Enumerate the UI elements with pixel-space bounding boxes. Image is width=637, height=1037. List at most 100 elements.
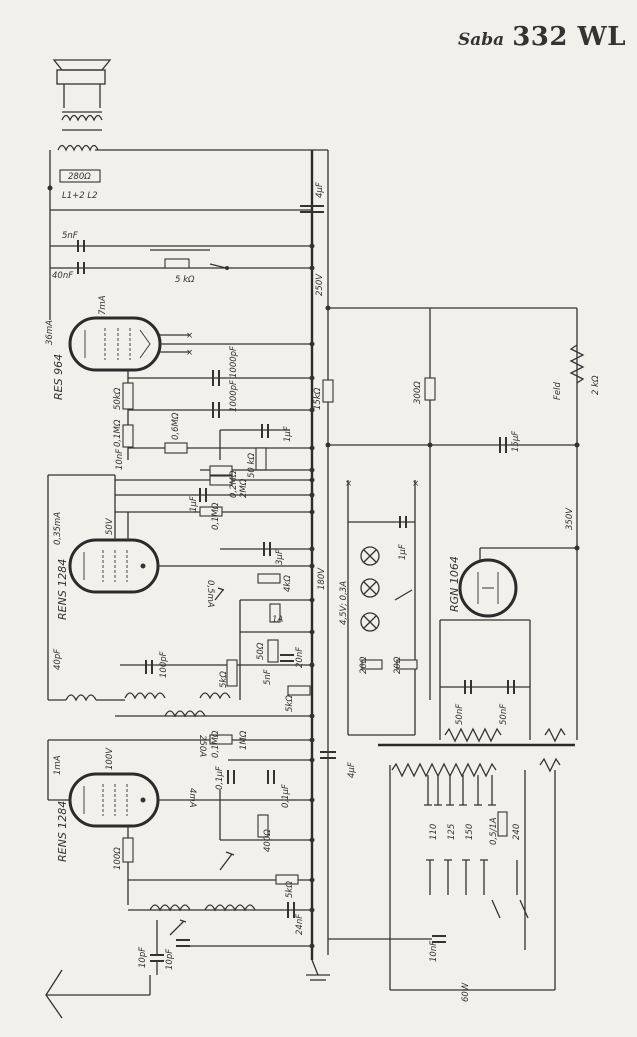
tone-r-label: 5 kΩ (175, 275, 195, 285)
svg-text:100Ω: 100Ω (113, 847, 123, 870)
svg-text:0,5/1A: 0,5/1A (489, 817, 499, 845)
svg-text:5nF: 5nF (263, 669, 273, 685)
svg-text:×: × (186, 348, 193, 358)
svg-text:0,35mA: 0,35mA (53, 512, 63, 545)
output-transformer: 280Ω L1+2 L2 (47, 144, 101, 320)
tube1-anode-current: 7mA (98, 295, 108, 315)
output-caps: 5nF 40nF (50, 231, 312, 281)
tube2-name: RENS 1284 (56, 559, 69, 620)
svg-text:150: 150 (465, 824, 475, 840)
svg-text:400Ω: 400Ω (263, 829, 273, 852)
svg-text:110: 110 (429, 824, 439, 840)
svg-text:50nF: 50nF (455, 704, 465, 725)
svg-text:240: 240 (512, 824, 522, 840)
svg-text:1MΩ: 1MΩ (239, 730, 249, 750)
tube2-passives: 3µF 4kΩ 0,5mA 180V 1A 50Ω 20nF 5nF 5kΩ 5… (48, 542, 327, 712)
tube3-passives: 0,1µF 0,1µF 400Ω 4µF (215, 751, 357, 852)
svg-text:15µF: 15µF (511, 431, 521, 452)
svg-text:×: × (412, 479, 419, 489)
speaker-r-label: 280Ω (68, 172, 91, 182)
svg-text:2 kΩ: 2 kΩ (591, 375, 601, 395)
svg-text:180V: 180V (317, 567, 327, 590)
svg-text:125: 125 (447, 824, 457, 840)
svg-text:0,1MΩ: 0,1MΩ (113, 419, 123, 447)
tube1-passives: 50kΩ 0,1MΩ 1000pF 1000pF 0,6MΩ 10nF (113, 343, 312, 470)
svg-text:100pF: 100pF (159, 651, 169, 678)
svg-text:4,5V; 0,3A: 4,5V; 0,3A (339, 581, 349, 625)
tube-res964: RES 964 36mA 7mA × × (45, 295, 193, 400)
tube4-name: RGN 1064 (448, 556, 461, 612)
svg-text:24nF: 24nF (295, 914, 305, 935)
tube1-name: RES 964 (52, 354, 65, 400)
svg-text:50kΩ: 50kΩ (113, 387, 123, 410)
svg-text:1µF: 1µF (283, 426, 293, 442)
tone-control: 5 kΩ (150, 249, 229, 285)
svg-text:1A: 1A (272, 615, 283, 625)
svg-text:20nF: 20nF (295, 647, 305, 668)
field-coil: Feld 2 kΩ 350V (553, 344, 601, 530)
svg-text:5kΩ: 5kΩ (219, 671, 229, 688)
svg-text:50nF: 50nF (499, 704, 509, 725)
svg-text:0,1µF: 0,1µF (215, 766, 225, 790)
svg-text:0,1MΩ: 0,1MΩ (211, 502, 221, 530)
svg-text:10nF: 10nF (115, 449, 125, 470)
hv-rail (327, 150, 578, 955)
svg-text:1000pF: 1000pF (229, 380, 239, 412)
svg-text:10nF: 10nF (429, 941, 439, 962)
svg-text:0,2MΩ: 0,2MΩ (229, 470, 239, 498)
tube-rens1284-a: RENS 1284 0,35mA 50V 40pF (47, 474, 312, 700)
junction-dots (309, 243, 580, 949)
out-cap2-label: 40nF (52, 271, 73, 281)
svg-text:Feld: Feld (553, 382, 563, 400)
svg-text:0,6MΩ: 0,6MΩ (171, 412, 181, 440)
svg-text:40pF: 40pF (53, 649, 63, 670)
svg-text:5kΩ: 5kΩ (285, 881, 295, 898)
svg-text:3µF: 3µF (275, 549, 285, 565)
tube3-name: RENS 1284 (56, 801, 69, 862)
svg-text:10pF: 10pF (165, 949, 175, 970)
svg-text:0,1MΩ: 0,1MΩ (211, 730, 221, 758)
svg-text:50Ω: 50Ω (256, 642, 266, 660)
svg-text:1µF: 1µF (189, 496, 199, 512)
svg-text:4µF: 4µF (315, 182, 325, 198)
speaker-l-label: L1+2 L2 (62, 191, 98, 201)
svg-text:50V: 50V (105, 517, 115, 535)
svg-text:4mA: 4mA (187, 788, 197, 808)
out-cap-label: 5nF (62, 231, 78, 241)
voltage-taps: 110 125 150 0,5/1A 240 (424, 775, 522, 895)
svg-text:100V: 100V (105, 747, 115, 770)
svg-text:10pF: 10pF (138, 947, 148, 968)
svg-text:1mA: 1mA (53, 755, 63, 775)
ground-rail (306, 150, 330, 981)
loudspeaker-icon (52, 59, 112, 131)
svg-text:1µF: 1µF (398, 544, 408, 560)
power-transformer: 110 125 150 0,5/1A 240 10nF 60W (328, 743, 575, 1002)
tube-rens1284-b: 250A 0,1MΩ 1MΩ RENS 1284 1mA 100V 4mA 10… (47, 710, 312, 905)
svg-text:350V: 350V (565, 507, 575, 530)
svg-text:20Ω: 20Ω (359, 656, 369, 674)
svg-text:250V: 250V (315, 273, 325, 296)
svg-text:0,1µF: 0,1µF (281, 784, 291, 808)
supply-resistors: 15kΩ 250V 300Ω 15µF 4µF (300, 182, 521, 700)
svg-text:4µF: 4µF (347, 762, 357, 778)
schematic-title: Saba 332 WL (458, 22, 626, 52)
svg-text:5kΩ: 5kΩ (285, 695, 295, 712)
svg-text:250A: 250A (197, 735, 207, 757)
brand-label: Saba (458, 30, 505, 50)
antenna-icon (45, 969, 151, 1019)
model-label: 332 WL (512, 22, 627, 52)
svg-text:20Ω: 20Ω (393, 656, 403, 674)
tube1-plate-current: 36mA (45, 320, 55, 345)
svg-text:300Ω: 300Ω (413, 381, 423, 404)
svg-text:0,5mA: 0,5mA (205, 580, 215, 608)
input-tuning: 5kΩ 24nF 10pF 10pF (128, 851, 312, 975)
pilot-lamps: 4,5V; 0,3A 1µF 20Ω 20Ω × × (339, 479, 419, 736)
svg-text:4kΩ: 4kΩ (283, 575, 293, 592)
svg-text:50 kΩ: 50 kΩ (247, 453, 257, 478)
svg-text:15kΩ: 15kΩ (313, 387, 323, 410)
decoupling-block: 1µF 50 kΩ 0,2MΩ 2MΩ 1µF 0,1MΩ (115, 424, 312, 530)
svg-text:×: × (345, 479, 352, 489)
svg-text:×: × (186, 331, 193, 341)
